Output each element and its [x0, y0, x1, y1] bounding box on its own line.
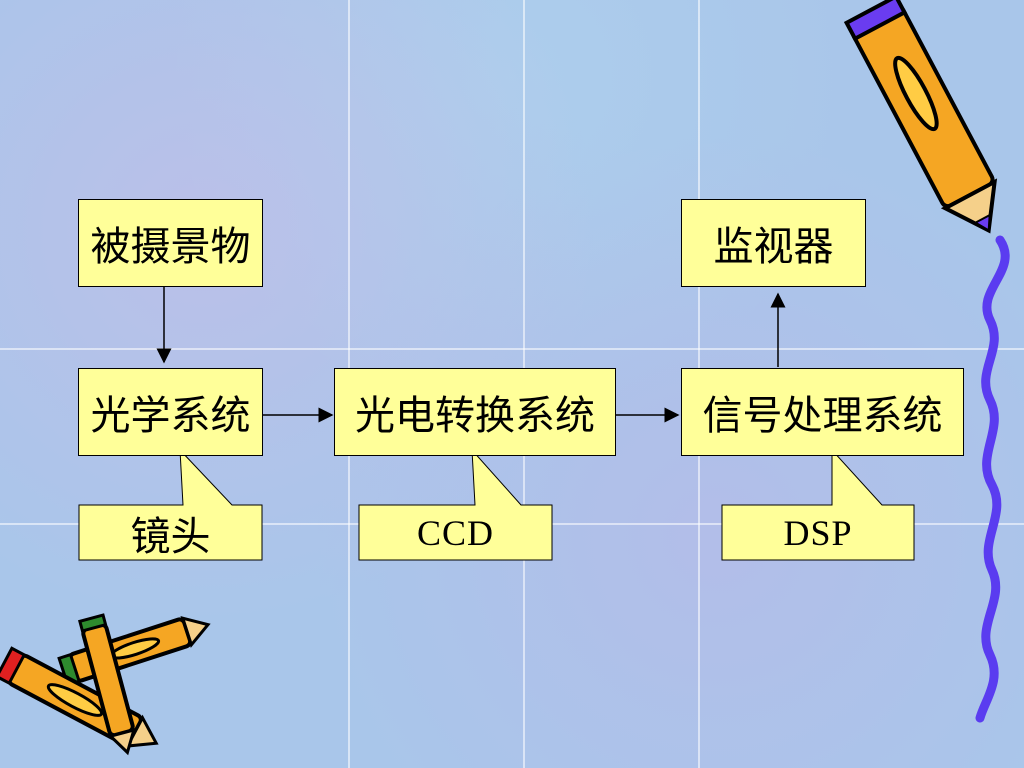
node-optical-system-label: 光学系统 — [90, 393, 251, 439]
pencils-pair-icon — [0, 613, 211, 756]
node-monitor-label: 监视器 — [713, 224, 834, 270]
callout-ccd-shape — [358, 448, 553, 561]
node-photoelectric-system: 光电转换系统 — [334, 368, 616, 456]
callout-ccd: CCD — [360, 506, 551, 559]
pencil-icon — [843, 0, 998, 234]
node-subject-label: 被摄景物 — [90, 224, 251, 270]
node-subject: 被摄景物 — [78, 199, 263, 287]
node-signal-processing: 信号处理系统 — [681, 368, 964, 456]
callout-lens-label: 镜头 — [130, 513, 211, 560]
callout-lens-shape — [78, 448, 263, 561]
callout-dsp-shape — [721, 448, 915, 561]
node-photoelectric-system-label: 光电转换系统 — [355, 393, 595, 439]
node-signal-processing-label: 信号处理系统 — [702, 393, 943, 439]
node-optical-system: 光学系统 — [78, 368, 263, 456]
callout-lens: 镜头 — [80, 506, 261, 560]
node-monitor: 监视器 — [681, 199, 866, 287]
callout-dsp: DSP — [723, 506, 913, 559]
callout-dsp-label: DSP — [783, 512, 853, 553]
squiggle-line — [975, 235, 1010, 723]
callout-ccd-label: CCD — [416, 512, 495, 553]
